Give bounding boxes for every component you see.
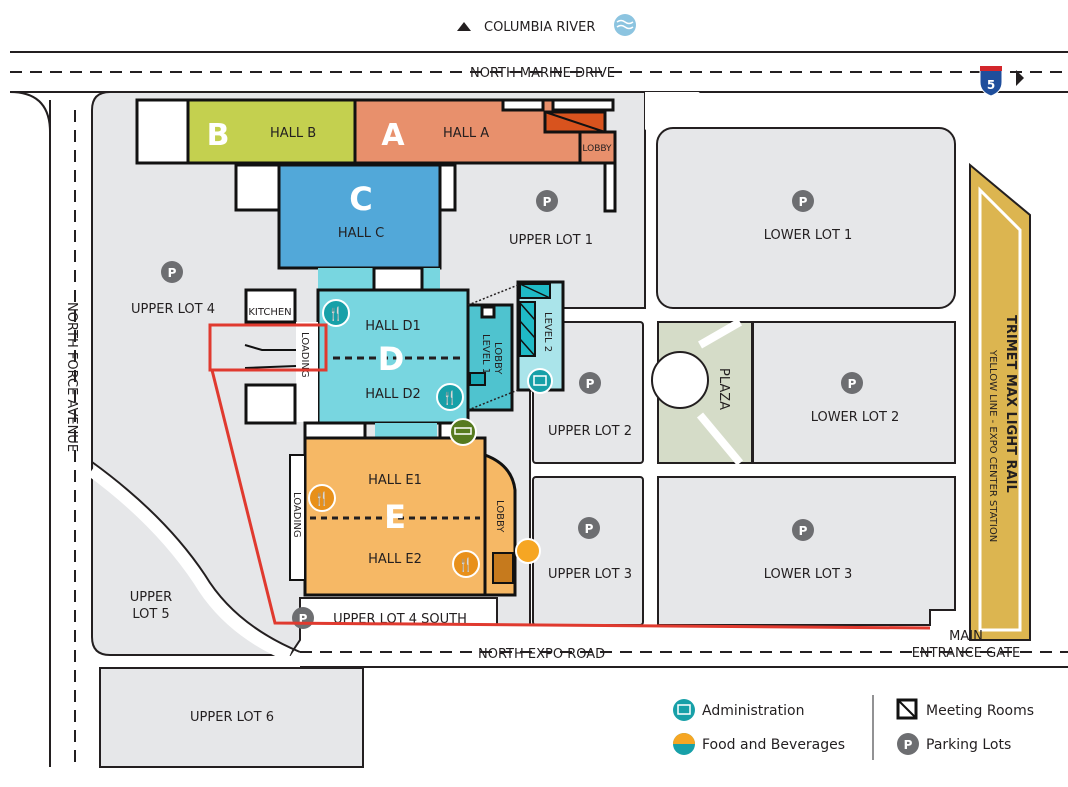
svg-text:LOBBY: LOBBY: [582, 144, 612, 154]
parking-icon: P: [543, 195, 552, 209]
food-icon-d1[interactable]: 🍴: [322, 299, 350, 327]
kitchen: [244, 288, 297, 324]
lower-lot-3: [657, 476, 956, 626]
svg-text:ENTRANCE GATE: ENTRANCE GATE: [912, 646, 1021, 661]
upper-lot-6: [99, 667, 364, 768]
upper-lot-2-label: UPPER LOT 2: [548, 424, 632, 439]
hall-d1-label: HALL D1: [365, 319, 421, 334]
svg-text:LOADING: LOADING: [291, 492, 302, 538]
hall-c-label: HALL C: [338, 226, 384, 241]
north-force-avenue-label: NORTH FORCE AVENUE: [64, 302, 79, 452]
hall-a-label: HALL A: [443, 126, 489, 141]
east-arrow-icon: [1016, 70, 1024, 86]
svg-text:KITCHEN: KITCHEN: [248, 307, 291, 318]
plaza-label: PLAZA: [716, 368, 731, 410]
svg-text:LEVEL 1: LEVEL 1: [480, 334, 491, 374]
svg-text:E: E: [384, 498, 406, 536]
upper-lot-6-label: UPPER LOT 6: [190, 710, 274, 725]
parking-icon: [897, 733, 919, 755]
food-icon-e2[interactable]: 🍴: [452, 550, 480, 578]
hall-d2-label: HALL D2: [365, 387, 421, 402]
lower-lot-1-label: LOWER LOT 1: [764, 228, 853, 243]
upper-lot-3: [532, 476, 644, 626]
parking-icon: P: [848, 377, 857, 391]
svg-text:D: D: [378, 340, 405, 378]
upper-lot-4-label: UPPER LOT 4: [131, 302, 215, 317]
hall-c[interactable]: [277, 163, 442, 270]
food-icon-e1[interactable]: 🍴: [308, 484, 336, 512]
svg-text:LOADING: LOADING: [299, 332, 310, 378]
upper-lot-1-label: UPPER LOT 1: [509, 233, 593, 248]
river-header: COLUMBIA RIVER: [457, 14, 636, 36]
parking-icon: P: [585, 522, 594, 536]
svg-text:🍴: 🍴: [442, 390, 458, 406]
parking-icon: P: [168, 266, 177, 280]
legend-meeting-rooms: Meeting Rooms: [926, 703, 1034, 719]
rail-label: TRIMET MAX LIGHT RAIL: [1003, 315, 1018, 493]
river-label: COLUMBIA RIVER: [484, 20, 595, 35]
planter-icon: [449, 418, 477, 446]
food-icon-d2[interactable]: 🍴: [436, 383, 464, 411]
hall-e1-label: HALL E1: [368, 473, 422, 488]
north-marine-drive-label: NORTH MARINE DRIVE: [470, 66, 615, 81]
parking-icon: P: [299, 612, 308, 626]
upper-lot-5-label: UPPER: [130, 590, 172, 605]
north-expo-road-label: NORTH EXPO ROAD: [478, 647, 605, 662]
max-light-rail: [969, 162, 1031, 641]
svg-text:LOBBY: LOBBY: [494, 500, 505, 533]
administration-icon[interactable]: [527, 368, 553, 394]
legend-administration: Administration: [702, 703, 804, 719]
legend-food: Food and Beverages: [702, 737, 845, 753]
svg-text:🍴: 🍴: [458, 557, 474, 573]
highlight-route: [208, 323, 931, 630]
parking-icon: P: [799, 195, 808, 209]
svg-text:5: 5: [987, 78, 995, 92]
parking-icon: P: [586, 377, 595, 391]
svg-text:C: C: [349, 180, 372, 218]
lower-lot-1: [656, 127, 956, 309]
svg-text:P: P: [904, 738, 913, 752]
interstate-5-sign: 5: [979, 66, 1024, 97]
legend: Administration Food and Beverages Meetin…: [673, 695, 1034, 760]
svg-text:B: B: [207, 118, 230, 153]
svg-text:🍴: 🍴: [314, 491, 330, 507]
lower-lot-3-label: LOWER LOT 3: [764, 567, 853, 582]
food-icon-lobby[interactable]: [515, 538, 541, 564]
hall-b-label: HALL B: [270, 126, 316, 141]
svg-text:A: A: [381, 118, 405, 153]
upper-lot-3-label: UPPER LOT 3: [548, 567, 632, 582]
svg-text:YELLOW LINE - EXPO CENTER STAT: YELLOW LINE - EXPO CENTER STATION: [987, 349, 998, 542]
svg-text:🍴: 🍴: [328, 306, 344, 322]
parking-icon: P: [799, 524, 808, 538]
svg-text:LOT 5: LOT 5: [132, 607, 169, 622]
hall-e2-label: HALL E2: [368, 552, 422, 567]
administration-icon: [673, 699, 695, 721]
lower-lot-2-label: LOWER LOT 2: [811, 410, 900, 425]
legend-parking: Parking Lots: [926, 737, 1011, 753]
water-icon: [614, 14, 636, 36]
svg-text:LOBBY: LOBBY: [492, 342, 503, 375]
hall-b[interactable]: [186, 98, 357, 165]
north-arrow-icon: [457, 22, 471, 31]
svg-text:LEVEL 2: LEVEL 2: [542, 312, 553, 352]
level-1-lobby[interactable]: [466, 303, 514, 412]
main-entrance-label: MAIN: [949, 629, 983, 644]
